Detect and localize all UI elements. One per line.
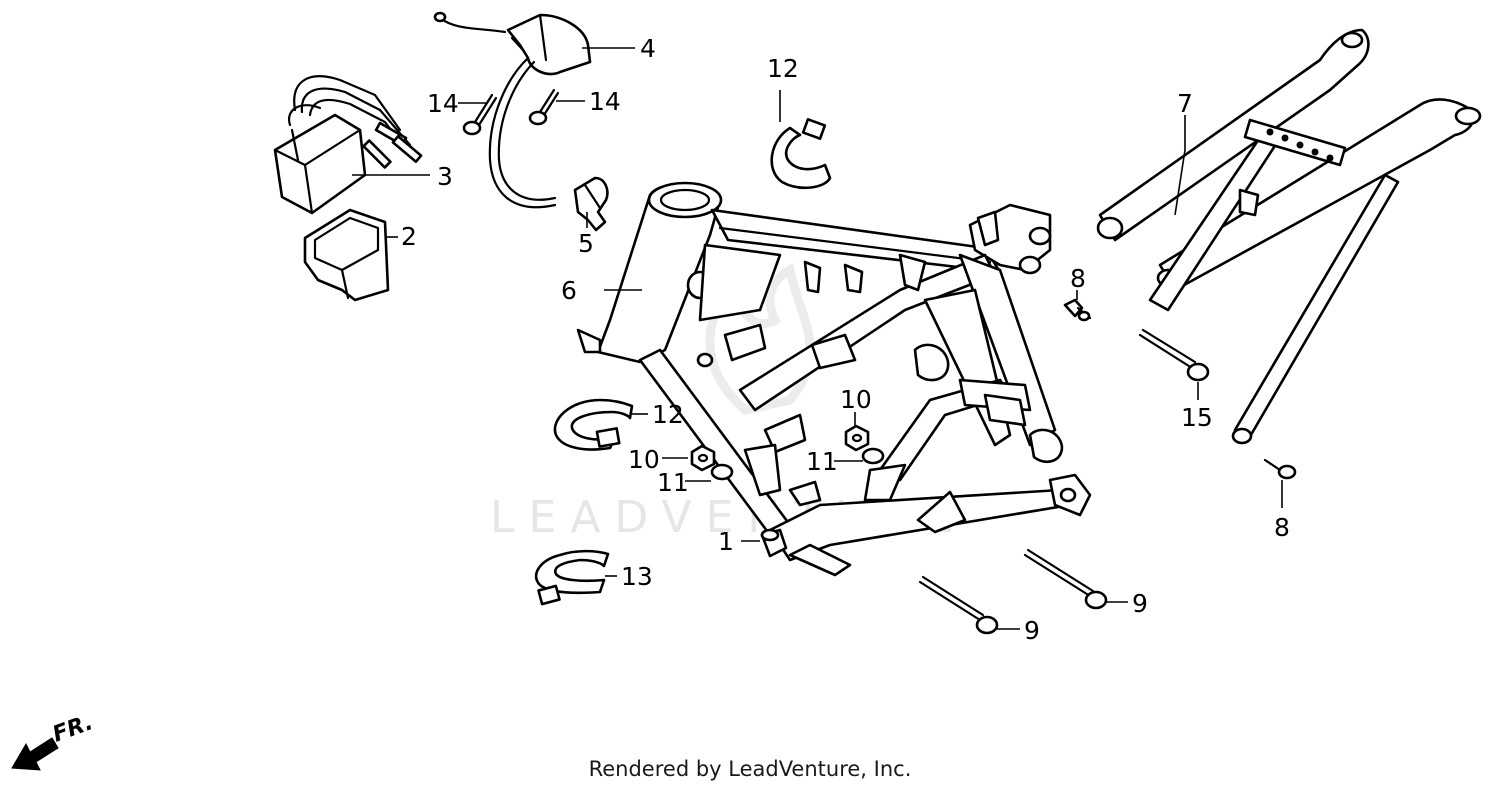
washer-11-left <box>710 463 734 481</box>
nut-10-right <box>844 424 870 452</box>
callout-14-right: 14 <box>589 87 621 116</box>
grommet-1 <box>760 528 788 558</box>
cdi-rubber-mount <box>303 208 390 302</box>
callout-10-left: 10 <box>628 445 660 474</box>
callout-6: 6 <box>561 276 577 305</box>
watermark-flame-icon <box>705 263 815 415</box>
nut-10-left <box>690 444 716 472</box>
callout-3: 3 <box>437 162 453 191</box>
callout-1: 1 <box>718 527 734 556</box>
callout-8-upper: 8 <box>1070 264 1086 293</box>
bolt-14-right <box>528 88 560 126</box>
bolt-8-upper <box>1063 298 1092 322</box>
callout-13: 13 <box>621 562 653 591</box>
spark-plug-cap <box>573 176 609 232</box>
callout-5: 5 <box>578 229 594 258</box>
main-frame <box>576 181 1092 577</box>
callouts: 4 14 14 3 2 5 6 12 7 8 15 8 12 10 10 11 … <box>401 34 1290 645</box>
callout-14-left: 14 <box>427 89 459 118</box>
bolt-9-lower <box>918 575 999 635</box>
callout-2: 2 <box>401 222 417 251</box>
callout-4: 4 <box>640 34 656 63</box>
band-13 <box>534 549 610 606</box>
callout-12-lower: 12 <box>652 400 684 429</box>
callout-15: 15 <box>1181 403 1213 432</box>
callout-8-lower: 8 <box>1274 513 1290 542</box>
band-12-lower <box>553 398 634 451</box>
rear-subframe <box>1096 28 1482 445</box>
bolt-9-upper <box>1023 548 1108 610</box>
band-12-upper <box>770 118 832 190</box>
callout-11-right: 11 <box>806 447 838 476</box>
callout-12-upper: 12 <box>767 54 799 83</box>
cdi-unit <box>273 75 423 215</box>
washer-11-right <box>861 447 885 465</box>
callout-10-right: 10 <box>840 385 872 414</box>
leader-lines <box>352 47 1283 630</box>
footer-credit: Rendered by LeadVenture, Inc. <box>588 757 912 781</box>
callout-9-upper: 9 <box>1132 589 1148 618</box>
bolt-14-left <box>462 93 498 136</box>
ignition-coil <box>433 11 592 209</box>
callout-7: 7 <box>1177 89 1193 118</box>
bolt-15 <box>1138 328 1210 382</box>
callout-11-left: 11 <box>657 468 689 497</box>
front-direction-label: FR. <box>50 710 97 747</box>
bolt-8-lower <box>1263 458 1297 480</box>
front-arrow-icon <box>11 737 59 771</box>
callout-9-lower: 9 <box>1024 616 1040 645</box>
